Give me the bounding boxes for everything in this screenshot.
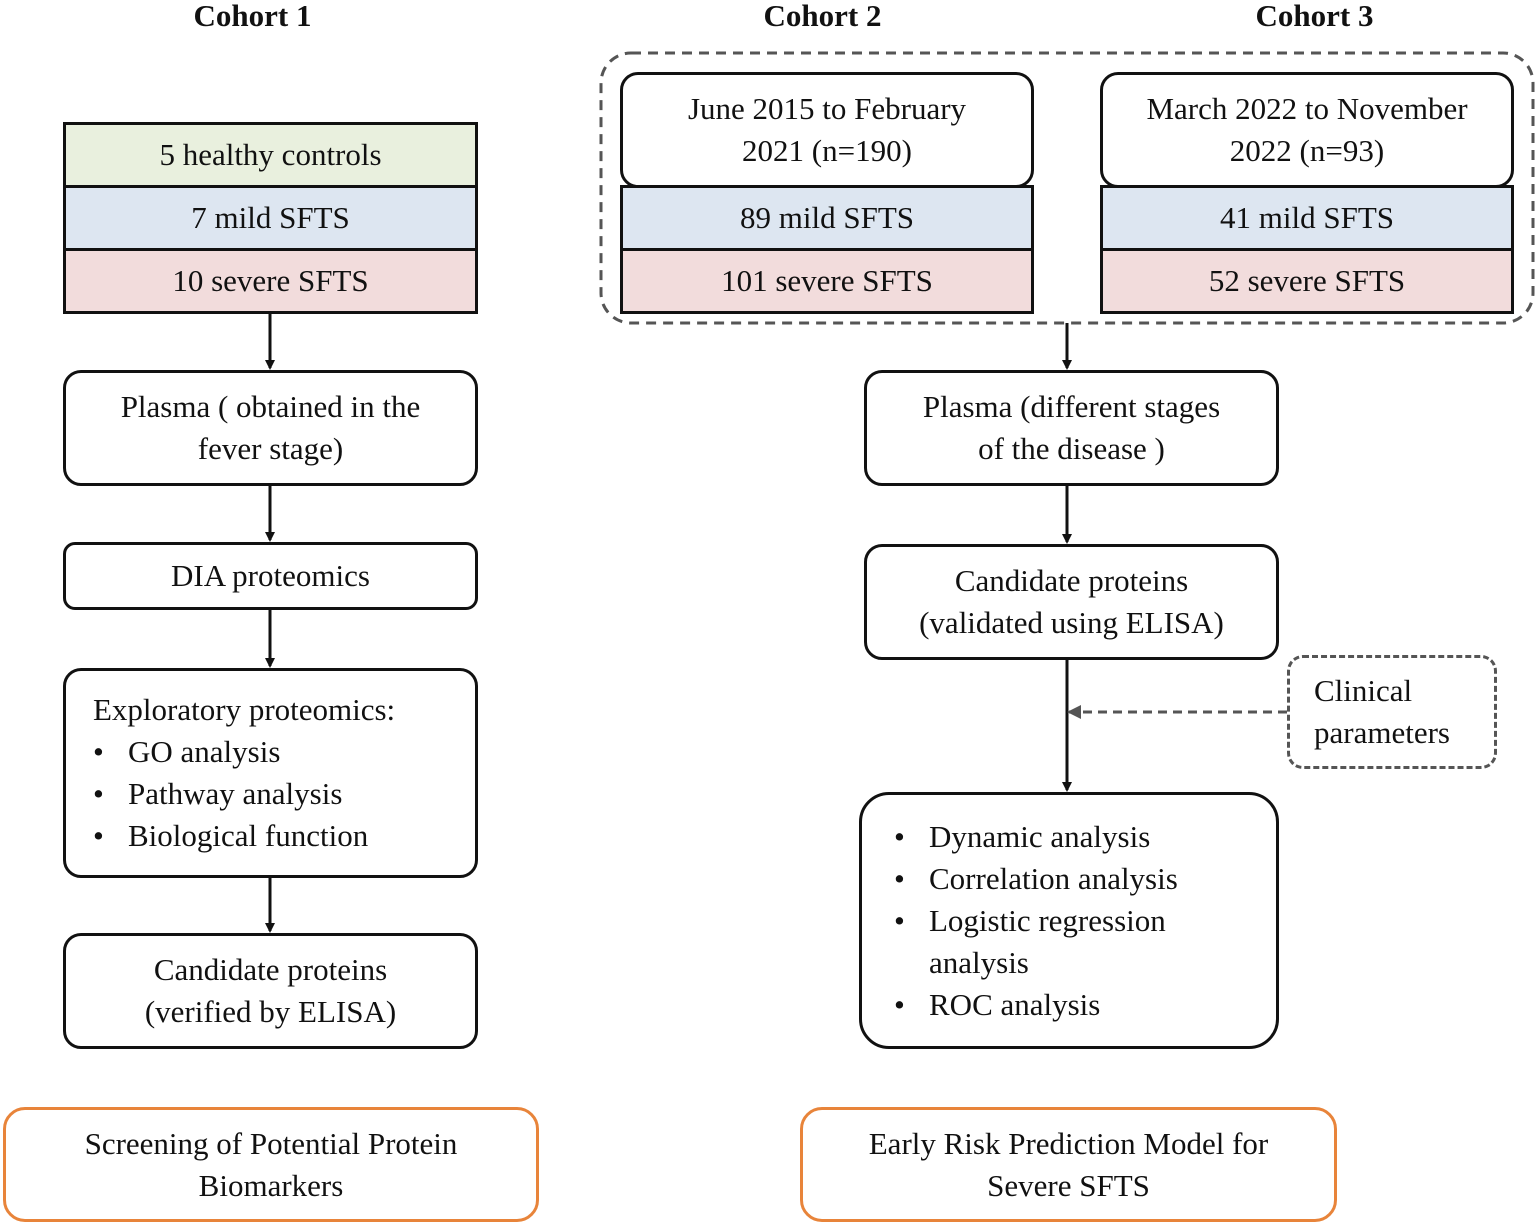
cohort3-period-line1: March 2022 to November [1146,91,1468,126]
cohort1-outcome-line1: Screening of Potential Protein [84,1125,458,1161]
exploratory-proteomics-box: Exploratory proteomics: GO analysis Path… [63,668,478,878]
validation-plasma-box: Plasma (different stages of the disease … [864,370,1279,486]
cohort1-plasma-box: Plasma ( obtained in the fever stage) [63,370,478,486]
cohort1-candidates-box: Candidate proteins (verified by ELISA) [63,933,478,1049]
dia-proteomics-box: DIA proteomics [63,542,478,610]
validation-plasma-line2: of the disease ) [978,431,1165,466]
exploratory-item: Biological function [93,815,368,857]
clinical-parameters-line2: parameters [1314,715,1450,750]
dia-proteomics-label: DIA proteomics [171,558,370,593]
analyses-list: Dynamic analysis Correlation analysis Lo… [894,816,1194,1026]
exploratory-list: GO analysis Pathway analysis Biological … [93,731,368,857]
cohort1-candidates-line1: Candidate proteins [153,952,388,987]
exploratory-heading: Exploratory proteomics: [93,692,396,727]
validation-candidates-line2: (validated using ELISA) [919,605,1224,640]
clinical-parameters-box: Clinical parameters [1287,655,1497,769]
cohort2-period-line2: 2021 (n=190) [742,133,912,168]
cohort2-severe-sfts: 101 severe SFTS [620,248,1034,314]
exploratory-item: Pathway analysis [93,773,368,815]
validation-outcome-box: Early Risk Prediction Model for Severe S… [800,1107,1337,1222]
cohort2-3-group-outline [599,51,1535,325]
cohort3-period-box: March 2022 to November 2022 (n=93) [1100,72,1514,188]
validation-outcome-line2: Severe SFTS [987,1167,1150,1203]
cohort1-outcome-line2: Biomarkers [198,1167,344,1203]
cohort3-title: Cohort 3 [1255,0,1374,33]
cohort3-severe-sfts: 52 severe SFTS [1100,248,1514,314]
validation-candidates-box: Candidate proteins (validated using ELIS… [864,544,1279,660]
cohort2-title: Cohort 2 [763,0,882,33]
cohort1-candidates-line2: (verified by ELISA) [144,994,397,1029]
analyses-box: Dynamic analysis Correlation analysis Lo… [859,792,1279,1049]
validation-outcome-line1: Early Risk Prediction Model for [868,1125,1269,1161]
cohort1-plasma-line1: Plasma ( obtained in the [120,389,421,424]
cohort2-period-line1: June 2015 to February [687,91,967,126]
validation-plasma-line1: Plasma (different stages [922,389,1221,424]
analysis-item: Dynamic analysis [894,816,1194,858]
validation-candidates-line1: Candidate proteins [954,563,1189,598]
analysis-item: Correlation analysis [894,858,1194,900]
clinical-parameters-line1: Clinical [1314,673,1413,708]
cohort3-period-line2: 2022 (n=93) [1229,133,1385,168]
cohort2-period-box: June 2015 to February 2021 (n=190) [620,72,1034,188]
cohort1-severe-sfts: 10 severe SFTS [63,248,478,314]
cohort1-title: Cohort 1 [193,0,312,33]
cohort1-plasma-line2: fever stage) [197,431,344,466]
cohort1-outcome-box: Screening of Potential Protein Biomarker… [3,1107,539,1222]
analysis-item: Logistic regression analysis [894,900,1194,984]
exploratory-item: GO analysis [93,731,368,773]
analysis-item: ROC analysis [894,984,1194,1026]
cohort2-mild-sfts: 89 mild SFTS [620,185,1034,251]
